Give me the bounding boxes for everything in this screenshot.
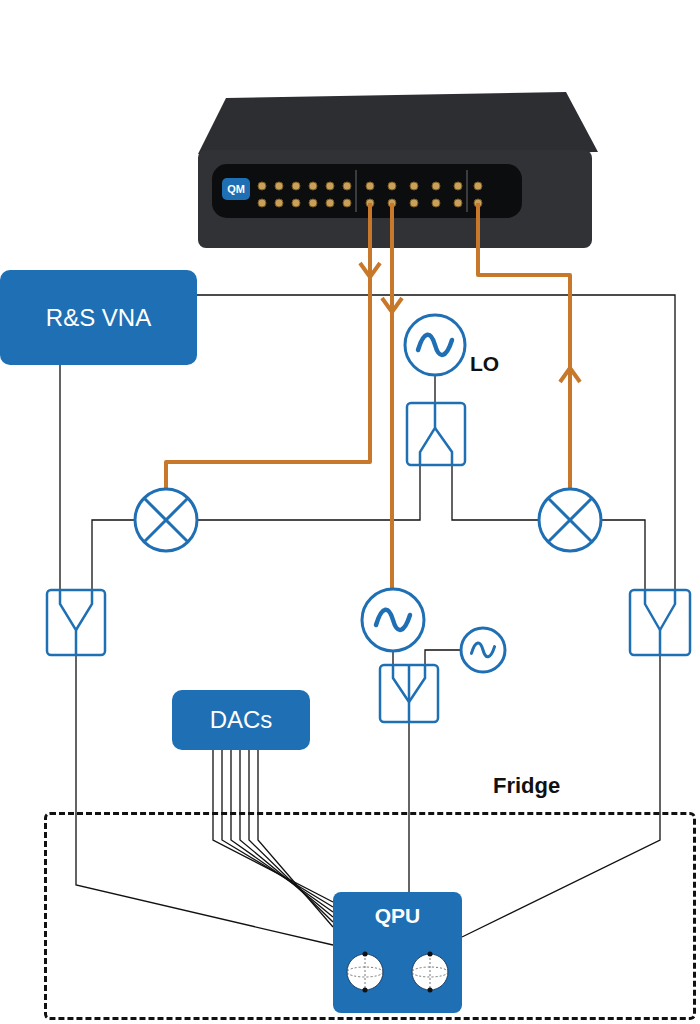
fridge-region: FridgeQPU [44,812,696,1020]
arrowhead [560,368,580,382]
port [326,199,334,207]
port [454,182,462,190]
region-title: Fridge [493,773,560,799]
mixers [135,489,601,551]
coupler-arm [76,590,92,630]
sine-symbol [376,610,410,630]
device-panel [212,164,522,218]
port [410,182,418,190]
combiner-arm [409,665,425,702]
box-label: QPU [375,904,421,928]
connector-line [231,750,333,912]
port [474,182,482,190]
port [343,199,351,207]
wire [601,520,645,590]
rf-components [47,403,690,722]
port [275,182,283,190]
sphere-pole [363,952,368,957]
mixer-cross [144,498,188,542]
coupler-arm [60,590,76,655]
connector-line [258,750,333,927]
panel-divider [467,170,468,212]
port [432,182,440,190]
wire [452,465,539,520]
qpu-box: QPU [333,892,462,1013]
wire [434,375,435,403]
splitter-box [407,403,465,465]
port [309,182,317,190]
device-front [198,150,592,248]
port [309,199,317,207]
small-source [461,628,505,672]
device-top [198,92,598,154]
combiner-arm [408,665,411,702]
port [388,182,396,190]
port [292,182,300,190]
arrowhead [382,298,402,312]
lo-source [405,315,465,375]
mixer-symbol [539,489,601,551]
arrowhead [360,263,380,277]
coupler-box [630,590,690,655]
wire [392,651,393,665]
wire [197,465,420,520]
port [410,199,418,207]
port [432,199,440,207]
wire [425,650,461,665]
mixer-cross [548,498,592,542]
logo-text: QM [222,183,250,195]
instrument-box: R&S VNA [0,270,197,365]
source-label: LO [470,352,499,375]
device-logo [222,178,250,200]
coupler-box [47,590,105,655]
combiner-arm [393,665,409,722]
sources [362,315,505,672]
combiner-box [380,665,438,722]
connector-line [222,750,333,907]
wire [92,520,135,590]
sphere-pole [363,988,368,993]
splitter-arm [435,428,452,465]
sphere-axis [365,954,366,990]
connector [197,295,675,937]
source [362,589,424,651]
port [258,182,266,190]
connector-line [240,750,333,917]
coupler-arm [660,590,675,630]
sine-symbols [376,335,495,657]
port [454,199,462,207]
signal-line [478,203,570,489]
panel-divider [356,170,357,212]
signal-line [390,203,394,589]
box-label: R&S VNA [46,304,151,332]
box-label: DACs [210,706,273,734]
dac-box: DACs [172,690,310,750]
port [343,182,351,190]
sine-symbol [418,335,452,355]
port [258,199,266,207]
port [366,182,374,190]
bloch-sphere [412,954,448,990]
sphere-pole [428,952,433,957]
port [326,182,334,190]
connector-line [197,295,675,937]
mixer-cross [144,498,188,542]
wire [408,722,409,892]
coupler-arm [645,590,660,655]
bloch-sphere [347,954,383,990]
splitter-arm [420,403,435,465]
sine-symbol [471,643,494,657]
signal-lines [166,203,580,589]
connector-line [249,750,333,922]
sphere-axis [430,954,431,990]
port [275,199,283,207]
connector [213,750,333,927]
mixer-symbol [135,489,197,551]
port [292,199,300,207]
sphere-pole [428,988,433,993]
mixer-cross [548,498,592,542]
